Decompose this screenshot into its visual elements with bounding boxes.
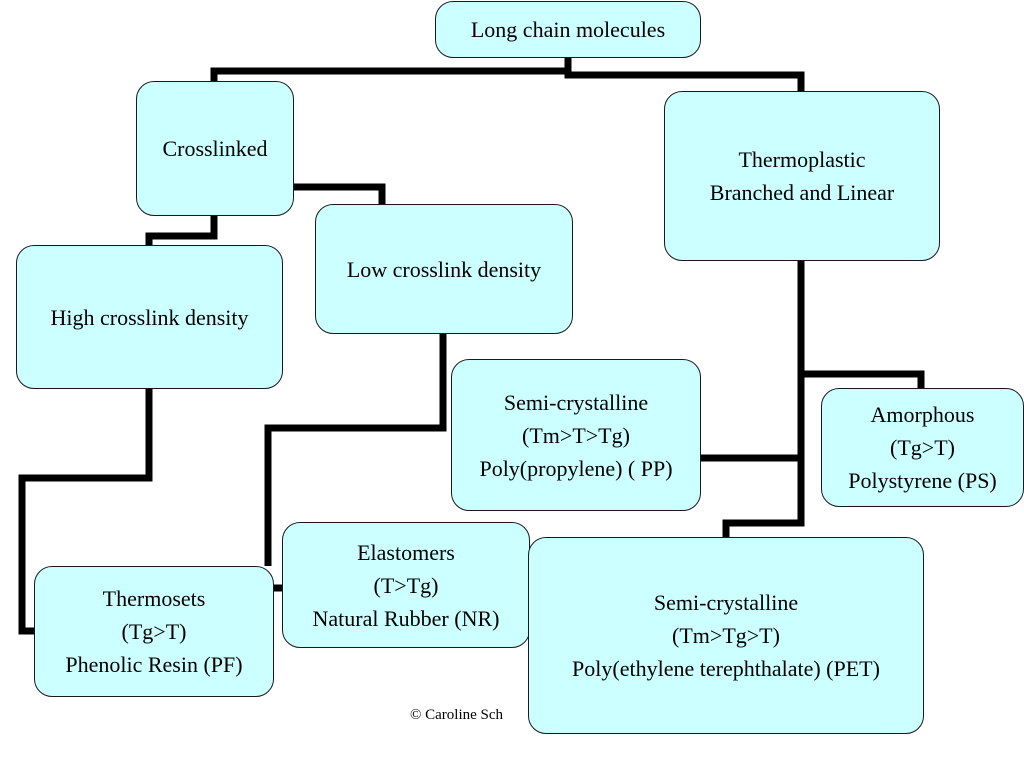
node-crosslinked: Crosslinked	[136, 81, 294, 216]
node-label: (Tm>Tg>T)	[672, 623, 780, 648]
node-semicrystalline-pet: Semi-crystalline (Tm>Tg>T) Poly(ethylene…	[528, 537, 924, 734]
node-low-crosslink-density: Low crosslink density	[315, 204, 573, 334]
node-label: High crosslink density	[50, 304, 249, 330]
connector-low-elastomers	[264, 334, 447, 566]
node-high-crosslink-density: High crosslink density	[16, 245, 283, 389]
node-label: (T>Tg)	[373, 572, 439, 598]
node-semicrystalline-pp: Semi-crystalline (Tm>T>Tg) Poly(propylen…	[451, 359, 701, 511]
node-label: Elastomers	[357, 539, 455, 565]
node-label: Long chain molecules	[470, 17, 666, 42]
connector-high-thermosets	[18, 389, 153, 635]
node-label: (Tm>T>Tg)	[522, 422, 630, 448]
connector-thermoplastic-trunk	[722, 261, 805, 537]
connector-thermoplastic-amorphous	[801, 370, 925, 388]
node-label: Crosslinked	[162, 136, 268, 161]
connector-root-thermoplastic	[564, 71, 805, 91]
node-label: Polystyrene (PS)	[848, 468, 997, 493]
node-label: Thermosets	[102, 586, 206, 611]
connector-root-crosslinked	[210, 58, 572, 81]
node-thermosets: Thermosets (Tg>T) Phenolic Resin (PF)	[34, 566, 274, 697]
copyright-credit: © Caroline Sch	[410, 707, 504, 723]
node-label: Poly(ethylene terephthalate) (PET)	[572, 656, 880, 681]
node-label: (Tg>T)	[890, 435, 955, 460]
node-elastomers: Elastomers (T>Tg) Natural Rubber (NR)	[282, 522, 530, 648]
node-amorphous: Amorphous (Tg>T) Polystyrene (PS)	[821, 388, 1024, 507]
node-label: Amorphous	[870, 402, 975, 427]
node-label: Low crosslink density	[346, 256, 542, 282]
node-label: Phenolic Resin (PF)	[65, 652, 243, 677]
node-label: Branched and Linear	[709, 180, 895, 205]
node-label: Semi-crystalline	[503, 389, 649, 415]
node-label: (Tg>T)	[121, 619, 187, 644]
node-thermoplastic: Thermoplastic Branched and Linear	[664, 91, 940, 261]
node-label: Poly(propylene) ( PP)	[479, 455, 673, 481]
connector-crosslinked-low	[294, 183, 386, 204]
node-label: Semi-crystalline	[653, 590, 799, 615]
node-label: Natural Rubber (NR)	[312, 605, 500, 631]
connector-crosslinked-high	[145, 216, 218, 245]
node-label: Thermoplastic	[738, 147, 866, 172]
node-long-chain-molecules: Long chain molecules	[435, 1, 701, 58]
